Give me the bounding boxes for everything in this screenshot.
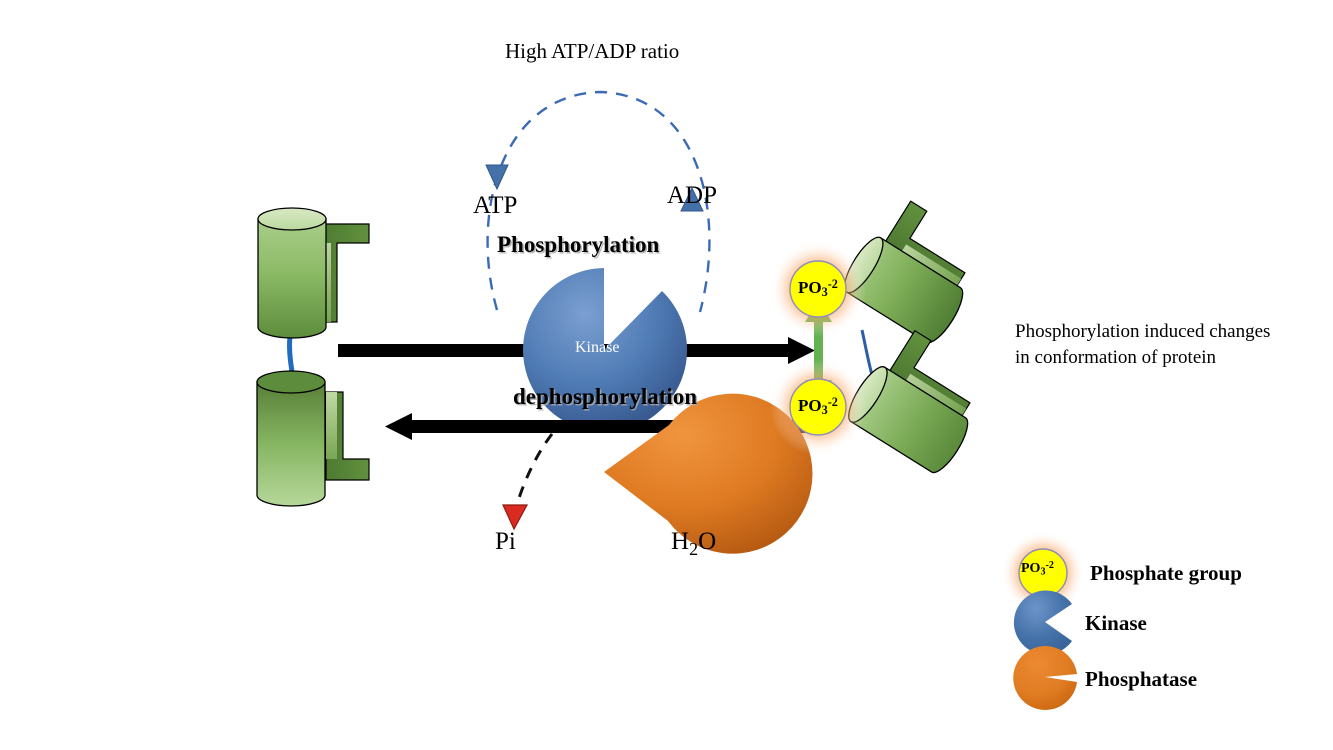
dephosphorylation-label: dephosphorylation	[513, 384, 698, 409]
phosphatase-enzyme-label: Phosphatase	[552, 487, 632, 504]
phosphate-formula-sup: -2	[827, 277, 838, 291]
pi-arrowhead-icon	[502, 504, 529, 531]
protein-cylinder-bottom-left-cap	[256, 370, 326, 394]
adp-label: ADP	[667, 182, 718, 209]
phosphate-formula-sub: 3	[821, 403, 828, 418]
legend-label-phosphatase: Phosphatase	[1085, 667, 1198, 691]
legend-icons	[1001, 531, 1085, 710]
atp-label: ATP	[473, 192, 518, 219]
phosphate-formula-bottom: PO3-2	[798, 396, 838, 416]
protein-cylinder-top-left	[257, 218, 327, 339]
protein-tab-top-right-highlight	[900, 244, 962, 288]
protein-cylinder-bottom-left	[256, 381, 326, 507]
h2o-h: H	[671, 528, 690, 555]
legend-label-phosphate-group: Phosphate group	[1090, 561, 1242, 585]
legend-kinase-icon	[1013, 590, 1072, 655]
phosphate-circle-bottom	[789, 378, 847, 436]
atp-arrowhead-icon	[485, 164, 509, 191]
protein-cylinder-top-left-cap	[257, 207, 327, 231]
atp-adp-cycle-loop	[485, 90, 711, 313]
protein-tab-bottom-left-highlight	[326, 392, 337, 459]
phosphate-formula-sub: 3	[821, 285, 828, 300]
phosphate-formula-main: PO	[1021, 561, 1041, 577]
legend-label-kinase: Kinase	[1085, 611, 1147, 635]
phosphatase-pacman-shape	[604, 393, 813, 554]
protein-right-phosphorylated	[843, 200, 971, 474]
pi-label: Pi	[495, 528, 516, 555]
high-atp-adp-ratio-label: High ATP/ADP ratio	[505, 39, 680, 63]
phosphate-circle-top	[789, 260, 847, 318]
phosphate-formula-sub: 3	[1040, 566, 1046, 578]
phosphate-formula-sup: -2	[827, 395, 838, 409]
kinase-enzyme	[523, 268, 688, 432]
h2o-o: O	[698, 528, 717, 555]
adp-arrowhead-icon	[680, 186, 704, 212]
kinase-enzyme-label: Kinase	[575, 339, 620, 356]
h2o-label: H2O	[671, 528, 716, 560]
phosphate-group-bottom	[770, 359, 866, 455]
phosphate-formula-top: PO3-2	[798, 278, 838, 298]
phosphate-formula-legend: PO3-2	[1021, 560, 1054, 578]
phosphorylation-label: Phosphorylation	[497, 232, 660, 257]
legend-phosphatase-icon	[1013, 646, 1077, 710]
conformation-note-label: Phosphorylation induced changes in confo…	[1015, 321, 1271, 368]
kinase-pacman-shape	[523, 268, 688, 432]
protein-tab-bottom-right-highlight	[904, 373, 967, 418]
protein-left-unphosphorylated	[256, 207, 370, 507]
h2o-subscript: 2	[689, 539, 699, 559]
phosphate-formula-sup: -2	[1045, 560, 1054, 571]
phosphatase-dashed-arc-left	[514, 433, 554, 509]
phosphate-group-top	[770, 241, 866, 337]
atp-adp-dashed-path	[486, 90, 711, 313]
phosphate-formula-main: PO	[798, 396, 822, 416]
phosphatase-enzyme	[502, 393, 813, 554]
phosphate-formula-main: PO	[798, 278, 822, 298]
